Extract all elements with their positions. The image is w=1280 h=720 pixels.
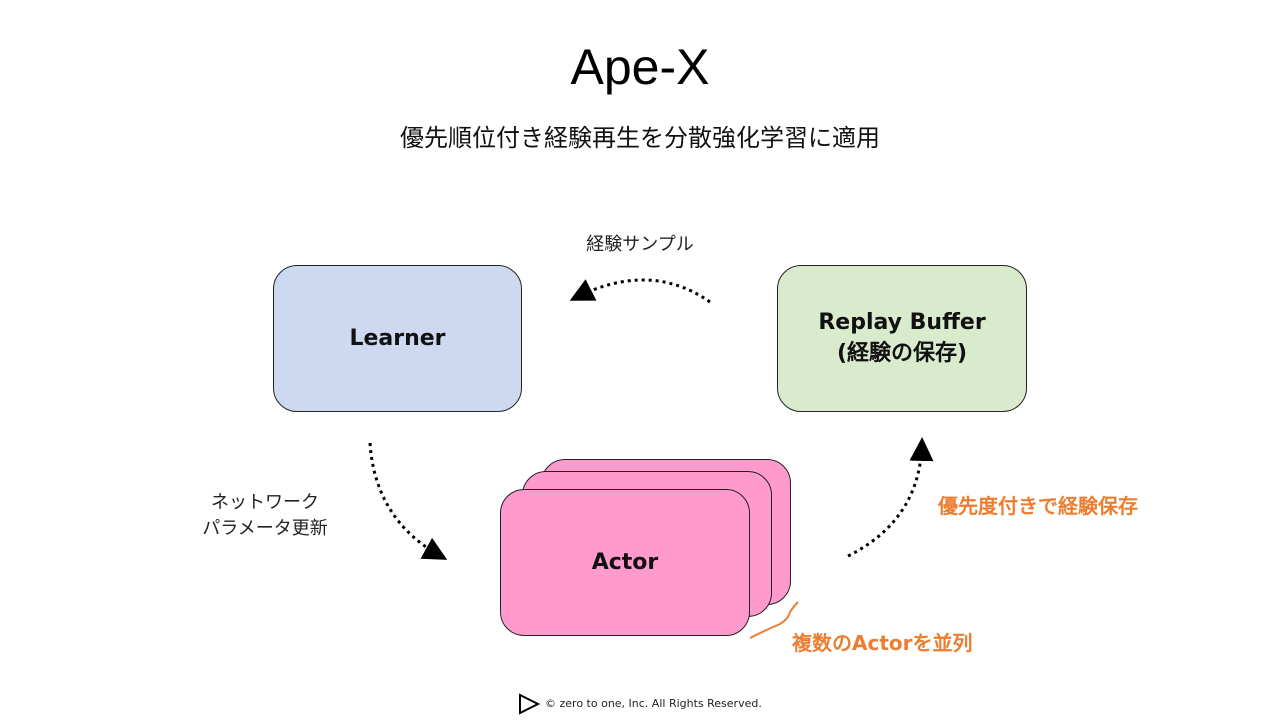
replay-label: Replay Buffer: [818, 310, 986, 335]
actor-label: Actor: [591, 550, 659, 575]
replay-buffer-node: Replay Buffer (経験の保存): [777, 265, 1027, 412]
parallel-actors-annotation: 複数のActorを並列: [792, 631, 973, 655]
sample-label: 経験サンプル: [586, 234, 694, 255]
network-arrow: [368, 442, 448, 560]
network-label-line1: ネットワーク: [211, 492, 319, 513]
actor-node: Actor: [500, 489, 750, 636]
priority-arrow: [847, 437, 934, 558]
logo-icon: [519, 693, 541, 715]
learner-node: Learner: [273, 265, 522, 412]
replay-sublabel: (経験の保存): [836, 341, 968, 366]
copyright-footer: © zero to one, Inc. All Rights Reserved.: [545, 697, 762, 710]
page-title: Ape-X: [570, 39, 710, 95]
sample-arrow: [569, 278, 711, 304]
network-update-label: ネットワークパラメータ更新: [180, 490, 350, 542]
learner-label: Learner: [349, 326, 446, 351]
priority-label: 優先度付きで経験保存: [938, 494, 1138, 518]
network-label-line2: パラメータ更新: [202, 518, 328, 539]
brace-icon: [749, 601, 799, 639]
page-subtitle: 優先順位付き経験再生を分散強化学習に適用: [400, 124, 880, 152]
